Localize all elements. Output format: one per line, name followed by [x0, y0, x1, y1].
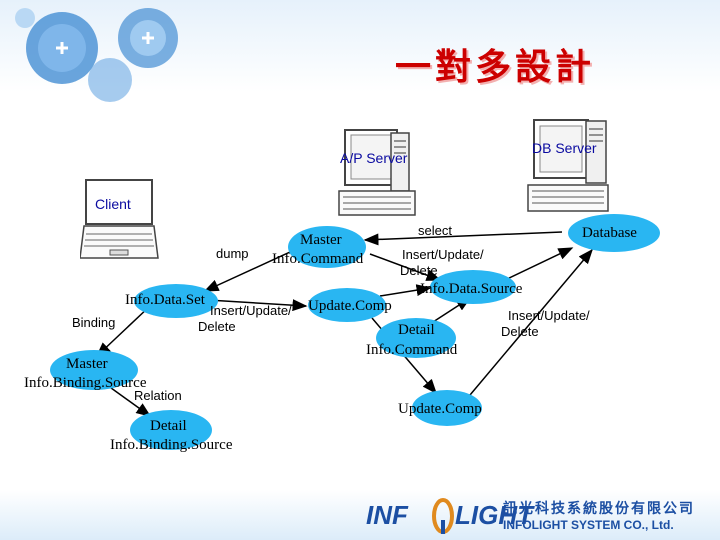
info-data-source-ellipse: [430, 270, 516, 304]
db-server-label: DB Server: [532, 140, 597, 156]
company-name-en: INFOLIGHT SYSTEM CO., Ltd.: [503, 518, 674, 532]
edge-insert-update-delete-3: [469, 248, 593, 396]
info-data-set-label: Info.Data.Set: [125, 292, 205, 308]
detail-info-binding-source-line2: Info.Binding.Source: [110, 437, 233, 453]
master-info-binding-source-line2: Info.Binding.Source: [24, 375, 147, 391]
edge-insert-update-delete-1: [369, 253, 442, 281]
infolight-logo-mark-icon: [432, 498, 454, 534]
edge-label-insert-update-delete-3-line2: Delete: [501, 324, 539, 339]
edge-label-select: select: [418, 223, 452, 238]
logo-text-left: INF: [366, 500, 408, 530]
edge-label-insert-update-delete-2-line1: Insert/Update/: [210, 303, 292, 318]
ap-server-computer-icon: [338, 129, 416, 216]
slide-title: 一對多設計: [395, 46, 596, 88]
db-server-computer-icon: [527, 119, 609, 212]
detail-info-command-ellipse: [376, 318, 456, 358]
footer-band: [0, 490, 720, 540]
logo-text-right: LIGHT: [455, 500, 533, 530]
client-laptop-icon: [80, 179, 159, 259]
edge-label-dump: dump: [216, 246, 249, 261]
database-ellipse: [568, 214, 660, 252]
database-label: Database: [582, 225, 637, 241]
edge-label-insert-update-delete-2-line2: Delete: [198, 319, 236, 334]
detail-info-command-line1: Detail: [398, 322, 435, 338]
edge-insert-update-delete-2: [207, 299, 308, 312]
company-name-cn: 訊光科技系統股份有限公司: [503, 501, 695, 517]
edge-label-insert-update-delete-1-line1: Insert/Update/: [402, 247, 484, 262]
update-comp2-ellipse: [412, 390, 482, 426]
edge-select: [363, 231, 563, 246]
ap-server-label: A/P Server: [340, 150, 408, 166]
master-info-command-line2: Info.Command: [272, 251, 364, 267]
edge-update-to-source: [379, 284, 432, 297]
edge-label-insert-update-delete-1-line2: Delete: [400, 263, 438, 278]
master-info-command-ellipse: [288, 226, 366, 268]
update-comp2-label: Update.Comp: [398, 401, 482, 417]
edge-label-relation: Relation: [134, 388, 182, 403]
master-info-binding-source-ellipse: [50, 350, 138, 390]
edge-label-binding: Binding: [72, 315, 116, 330]
edge-dump: [203, 251, 291, 292]
detail-info-binding-source-ellipse: [130, 410, 212, 450]
client-label: Client: [95, 196, 131, 212]
master-info-command-line1: Master: [300, 232, 342, 248]
edge-label-insert-update-delete-3-line1: Insert/Update/: [508, 308, 590, 323]
master-info-binding-source-line1: Master: [66, 356, 108, 372]
detail-info-binding-source-line1: Detail: [150, 418, 187, 434]
decorative-circles: [15, 8, 178, 102]
edge-source-to-database: [504, 247, 574, 281]
detail-info-command-line2: Info.Command: [366, 342, 458, 358]
info-data-source-label: Info.Data.Source: [420, 281, 523, 297]
update-comp-label: Update.Comp: [308, 298, 392, 314]
edge-binding: [95, 305, 151, 358]
info-data-set-ellipse: [134, 284, 218, 318]
update-comp-ellipse: [308, 288, 386, 322]
